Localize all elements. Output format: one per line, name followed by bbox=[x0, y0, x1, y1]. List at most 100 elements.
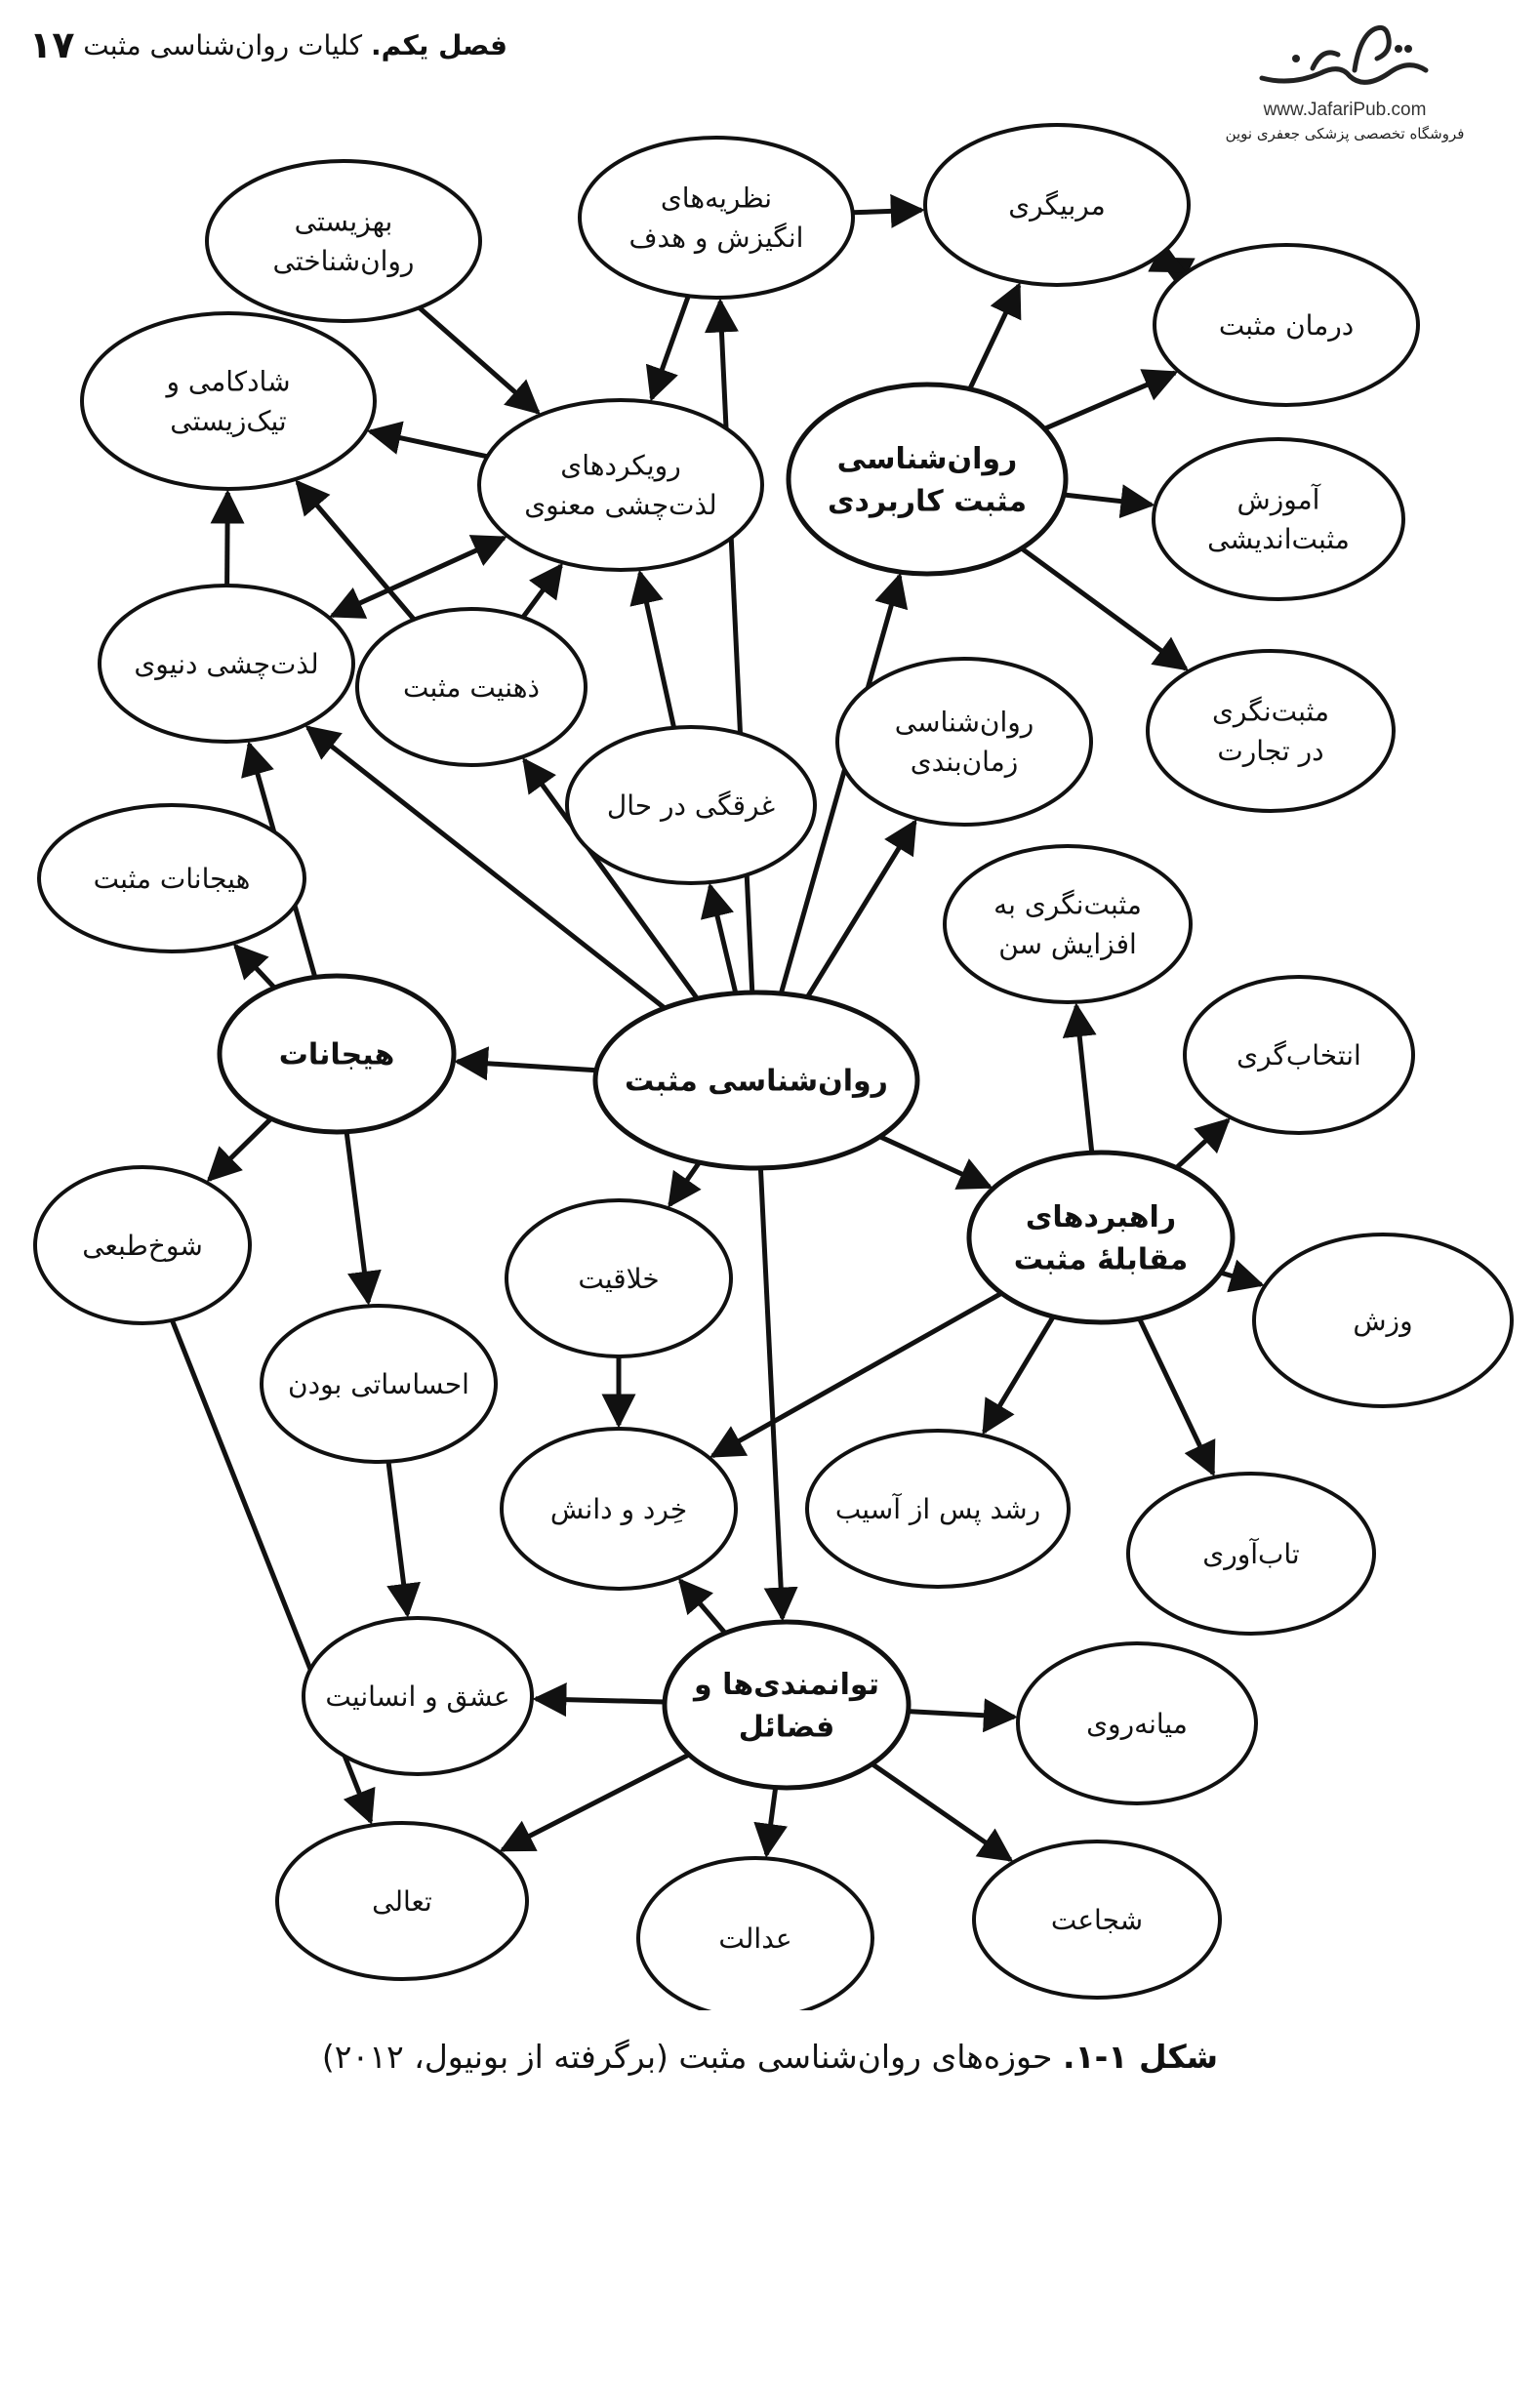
node-happiness-label: شادکامی و bbox=[164, 366, 290, 398]
node-positive-emotions-label: هیجانات مثبت bbox=[94, 863, 251, 895]
arrow-strengths-virtues-to-love-humanity bbox=[532, 1682, 666, 1718]
arrow-psychological-wellbeing-to-eudaimonic-approaches bbox=[417, 305, 541, 415]
positive-psychology-diagram: روان‌شناسی مثبت بهزیستی روان‌شناختی نظریه‌ه… bbox=[33, 123, 1514, 2010]
node-resilience-ellipse bbox=[1126, 1472, 1376, 1636]
running-title: فصل یکم. کلیات روان‌شناسی مثبت bbox=[83, 29, 507, 61]
node-positive-mindset: ذهنیت مثبت bbox=[355, 607, 588, 767]
node-strengths-virtues-label: توانمندی‌ها و bbox=[692, 1668, 879, 1702]
node-hedonism-ellipse bbox=[98, 584, 355, 744]
node-temperance-ellipse bbox=[1016, 1641, 1258, 1805]
node-positive-thinking-education-ellipse bbox=[1152, 437, 1405, 601]
node-positivity-in-business-label: مثبت‌نگری bbox=[1212, 696, 1329, 728]
node-eudaimonic-approaches-label: لذت‌چشی معنوی bbox=[524, 489, 716, 521]
arrow-positive-psychology-to-emotions bbox=[454, 1046, 597, 1081]
node-creativity-label: خلاقیت bbox=[578, 1263, 659, 1295]
arrow-eudaimonic-approaches-to-happiness bbox=[366, 421, 488, 460]
chapter-label: فصل یکم. bbox=[370, 29, 507, 61]
node-positive-coping-label: مقابلهٔ مثبت bbox=[1014, 1242, 1188, 1276]
page-header: ۱۷ فصل یکم. کلیات روان‌شناسی مثبت bbox=[29, 18, 507, 76]
node-positive-coping-label: راهبردهای bbox=[1026, 1200, 1176, 1234]
arrow-strengths-virtues-to-wisdom bbox=[677, 1578, 728, 1636]
arrow-positive-psychology-to-positive-coping bbox=[878, 1134, 993, 1190]
node-eudaimonic-approaches-label: رویکردهای bbox=[560, 450, 680, 482]
node-justice-label: عدالت bbox=[718, 1922, 791, 1955]
node-love-humanity: عشق و انسانیت bbox=[302, 1616, 534, 1776]
arrow-motivation-theories-to-eudaimonic-approaches bbox=[645, 295, 691, 402]
node-exercise-ellipse bbox=[1252, 1233, 1514, 1408]
node-humor-label: شوخ‌طبعی bbox=[82, 1230, 203, 1262]
publisher-logo-mark bbox=[1259, 24, 1429, 85]
node-transcendence-label: تعالی bbox=[372, 1885, 432, 1918]
arrow-positive-psychology-to-time-psychology bbox=[805, 819, 917, 999]
node-time-psychology-ellipse bbox=[835, 657, 1093, 827]
node-applied-positive-psychology-ellipse bbox=[786, 382, 1069, 577]
node-happiness-label: تیک‌زیستی bbox=[170, 405, 286, 437]
figure-caption: شکل ۱-۱. حوزه‌های روان‌شناسی مثبت (برگرف… bbox=[184, 2038, 1356, 2076]
figure-caption-text: حوزه‌های روان‌شناسی مثبت (برگرفته از بون… bbox=[321, 2038, 1053, 2076]
arrow-positive-coping-to-wisdom bbox=[709, 1291, 1003, 1459]
node-positivity-in-business: مثبت‌نگری در تجارت bbox=[1146, 649, 1396, 813]
arrow-applied-positive-psychology-to-positivity-in-business bbox=[1020, 546, 1189, 671]
node-positivity-in-business-ellipse bbox=[1146, 649, 1396, 813]
arrow-eudaimonic-approaches-to-hedonism bbox=[329, 535, 507, 619]
node-positive-mindset-label: ذهنیت مثبت bbox=[403, 671, 540, 704]
arrow-applied-positive-psychology-to-coaching bbox=[967, 282, 1022, 390]
node-positive-thinking-education-label: مثبت‌اندیشی bbox=[1207, 523, 1350, 555]
node-strengths-virtues: توانمندی‌ها و فضائل bbox=[662, 1619, 912, 1791]
arrow-positive-psychology-to-positive-mindset bbox=[522, 757, 700, 1000]
figure-label: شکل ۱-۱. bbox=[1062, 2038, 1219, 2076]
node-applied-positive-psychology-label: روان‌شناسی bbox=[837, 442, 1018, 476]
node-psychological-wellbeing-label: روان‌شناختی bbox=[273, 245, 415, 277]
node-wisdom-ellipse bbox=[500, 1427, 738, 1591]
node-humor: شوخ‌طبعی bbox=[33, 1165, 252, 1325]
node-creativity-ellipse bbox=[505, 1198, 733, 1358]
node-courage: شجاعت bbox=[972, 1840, 1222, 2000]
book-title: کلیات روان‌شناسی مثبت bbox=[83, 29, 363, 61]
node-wisdom: خِرد و دانش bbox=[500, 1427, 738, 1591]
node-positivity-in-business-label: در تجارت bbox=[1217, 735, 1323, 767]
node-emotional-intelligence: احساساتی بودن bbox=[260, 1304, 498, 1464]
node-eudaimonic-approaches-ellipse bbox=[477, 398, 764, 572]
node-positive-mindset-ellipse bbox=[355, 607, 588, 767]
node-emotions-label: هیجانات bbox=[279, 1038, 395, 1072]
node-flow: غرقگی در حال bbox=[565, 725, 817, 885]
node-justice: عدالت bbox=[636, 1856, 874, 2010]
node-exercise: وزش bbox=[1252, 1233, 1514, 1408]
node-coaching: مربیگری bbox=[923, 123, 1191, 287]
node-choice-ellipse bbox=[1183, 975, 1415, 1135]
node-positive-therapy-label: درمان مثبت bbox=[1219, 309, 1354, 342]
arrow-positive-psychology-to-motivation-theories bbox=[704, 298, 755, 993]
node-posttraumatic-growth: رشد پس از آسیب bbox=[805, 1429, 1071, 1589]
arrow-motivation-theories-to-coaching bbox=[852, 193, 925, 228]
node-coaching-ellipse bbox=[923, 123, 1191, 287]
arrow-positive-coping-to-posttraumatic-growth bbox=[982, 1315, 1056, 1436]
arrow-flow-to-eudaimonic-approaches bbox=[629, 569, 677, 729]
node-choice-label: انتخاب‌گری bbox=[1236, 1039, 1361, 1072]
arrow-positive-coping-to-choice bbox=[1174, 1117, 1231, 1170]
node-emotional-intelligence-ellipse bbox=[260, 1304, 498, 1464]
node-positive-psychology-label: روان‌شناسی مثبت bbox=[625, 1065, 888, 1099]
node-positive-coping-ellipse bbox=[966, 1150, 1236, 1325]
node-psychological-wellbeing-label: بهزیستی bbox=[295, 206, 393, 238]
node-love-humanity-label: عشق و انسانیت bbox=[325, 1680, 509, 1713]
node-positive-psychology-ellipse bbox=[592, 990, 920, 1171]
publisher-tagline: فروشگاه تخصصی پزشکی جعفری نوین bbox=[1225, 125, 1465, 142]
arrow-positive-psychology-to-hedonism bbox=[304, 725, 667, 1010]
node-posttraumatic-growth-label: رشد پس از آسیب bbox=[835, 1493, 1040, 1525]
node-strengths-virtues-label: فضائل bbox=[739, 1710, 835, 1744]
node-time-psychology-label: زمان‌بندی bbox=[911, 746, 1018, 778]
node-motivation-theories-ellipse bbox=[578, 136, 855, 300]
node-exercise-label: وزش bbox=[1353, 1305, 1412, 1337]
node-justice-ellipse bbox=[636, 1856, 874, 2010]
node-courage-label: شجاعت bbox=[1051, 1904, 1143, 1936]
node-positive-psychology: روان‌شناسی مثبت bbox=[592, 990, 920, 1171]
node-happiness-ellipse bbox=[80, 311, 377, 491]
node-emotions-ellipse bbox=[217, 973, 457, 1135]
node-motivation-theories-label: انگیزش و هدف bbox=[629, 222, 804, 254]
arrow-applied-positive-psychology-to-positive-thinking-education bbox=[1063, 484, 1155, 519]
node-strengths-virtues-ellipse bbox=[662, 1619, 912, 1791]
node-happiness: شادکامی و تیک‌زیستی bbox=[80, 311, 377, 491]
